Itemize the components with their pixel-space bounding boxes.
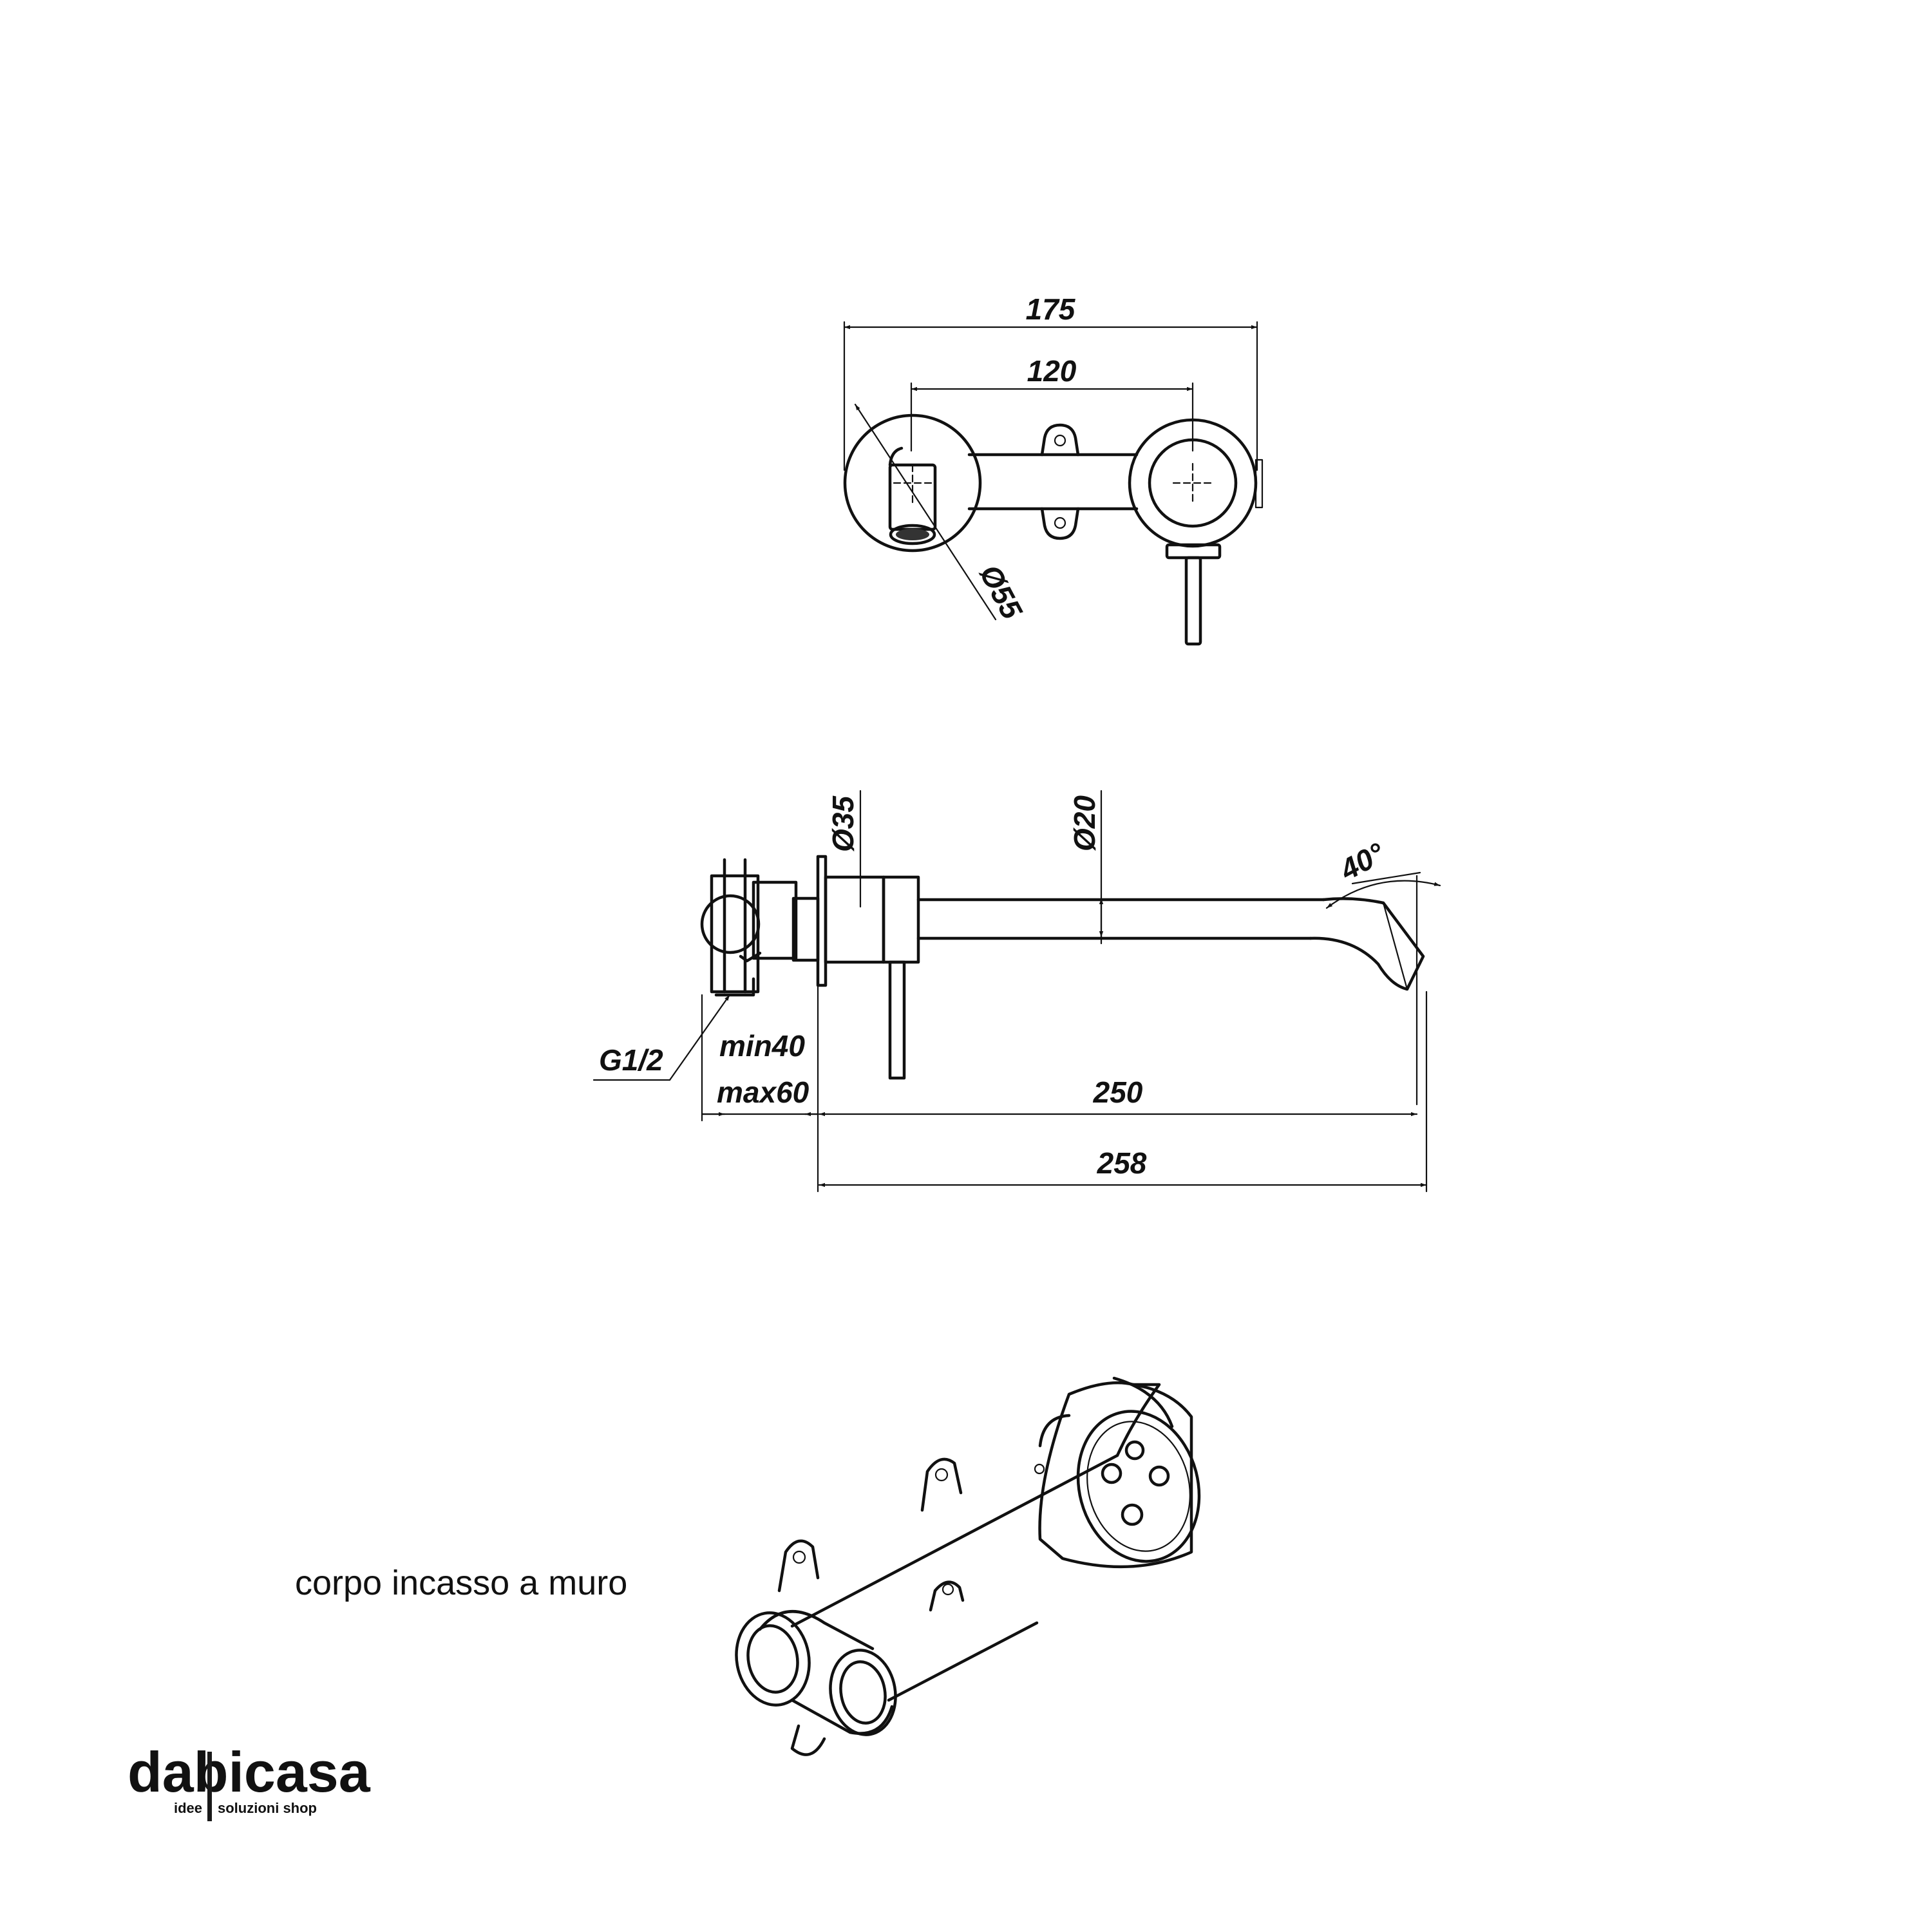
mounting-hole-bottom xyxy=(1054,516,1066,529)
left-connector-top xyxy=(758,1610,875,1651)
lever-handle xyxy=(1184,556,1202,646)
mixer-nut xyxy=(882,875,920,964)
label-connection: G1/2 xyxy=(599,1043,663,1077)
body-tube-bottom xyxy=(887,1621,1039,1702)
mixer-port-3 xyxy=(1148,1465,1170,1487)
rosette-sleeve xyxy=(824,875,886,964)
body-lug-side xyxy=(739,951,762,963)
body-tube-top xyxy=(790,1454,1119,1628)
dimension-center-distance: 120 xyxy=(1027,354,1077,388)
tube-lug-top xyxy=(920,1457,963,1512)
aerator-outline xyxy=(889,524,936,545)
label-depth-max: max60 xyxy=(717,1075,810,1109)
mixer-port-1 xyxy=(1124,1440,1145,1461)
caption-embedded-body: corpo incasso a muro xyxy=(295,1564,627,1602)
spout-outlet-curve xyxy=(888,446,904,467)
body-view: corpo incasso a muro xyxy=(295,1376,1201,1756)
tube-lug-bottom xyxy=(929,1580,965,1612)
dimension-total-projection: 258 xyxy=(1097,1146,1147,1180)
mixer-port-4 xyxy=(1121,1503,1144,1526)
angle-reference-line xyxy=(1351,871,1421,885)
label-depth-min: min40 xyxy=(719,1029,805,1063)
inlet-right-inner xyxy=(839,1660,887,1725)
left-lug-bottom xyxy=(790,1724,826,1756)
mixer-housing-rim xyxy=(1112,1376,1174,1428)
logo-tagline-left: idee xyxy=(174,1800,202,1816)
housing-screw xyxy=(1034,1463,1045,1475)
spout-outlet-face xyxy=(1382,902,1408,990)
logo-separator xyxy=(207,1752,212,1821)
inlet-left-inner xyxy=(746,1624,799,1694)
mixer-port-2 xyxy=(1101,1463,1122,1484)
dabicasa-logo: dabicasa idee soluzioni shop xyxy=(128,1740,371,1821)
embedded-body-housing xyxy=(710,874,760,994)
dimension-rosette-diameter: Ø55 xyxy=(973,559,1029,625)
logo-tagline-right: soluzioni shop xyxy=(218,1800,317,1816)
inlet-fitting xyxy=(700,894,761,954)
mixer-face xyxy=(1076,1410,1201,1563)
dimension-spout-diameter: Ø20 xyxy=(1068,795,1101,851)
dimension-pipe-diameter: Ø35 xyxy=(826,795,860,852)
inlet-right-outer xyxy=(829,1649,897,1736)
mounting-lug-bottom xyxy=(1040,507,1080,540)
side-view: Ø35 Ø20 40° G1/2 min40 max60 xyxy=(592,790,1441,1193)
tube-lug-bottom-hole xyxy=(942,1583,954,1596)
logo-wordmark: dabicasa xyxy=(128,1740,371,1804)
mixer-cartridge-ring xyxy=(1148,438,1238,528)
tube-lug-top-hole xyxy=(934,1468,949,1482)
housing-notch xyxy=(1038,1414,1071,1448)
mounting-lug-top xyxy=(1040,423,1080,457)
left-lug-top xyxy=(777,1539,820,1593)
side-lever-handle xyxy=(888,960,906,1080)
front-view: 175 120 Ø55 xyxy=(843,292,1264,646)
angle-arc-40 xyxy=(1325,880,1441,909)
body-tube-shoulder xyxy=(1115,1383,1161,1457)
leader-g12 xyxy=(668,994,731,1081)
left-lug-top-hole xyxy=(792,1550,806,1564)
aerator-mesh-icon xyxy=(896,529,929,540)
mounting-hole-top xyxy=(1054,434,1066,447)
inlet-left-outer xyxy=(735,1611,811,1707)
rosette-left xyxy=(843,413,982,553)
mixer-face-inner xyxy=(1086,1421,1191,1552)
dimension-spout-projection: 250 xyxy=(1093,1075,1143,1109)
left-connector-bottom xyxy=(790,1698,894,1735)
dimension-overall-width: 175 xyxy=(1026,292,1076,326)
spout-tip xyxy=(1309,897,1425,991)
embedded-body-sleeve xyxy=(752,880,798,960)
diameter-leader-55 xyxy=(854,403,997,621)
